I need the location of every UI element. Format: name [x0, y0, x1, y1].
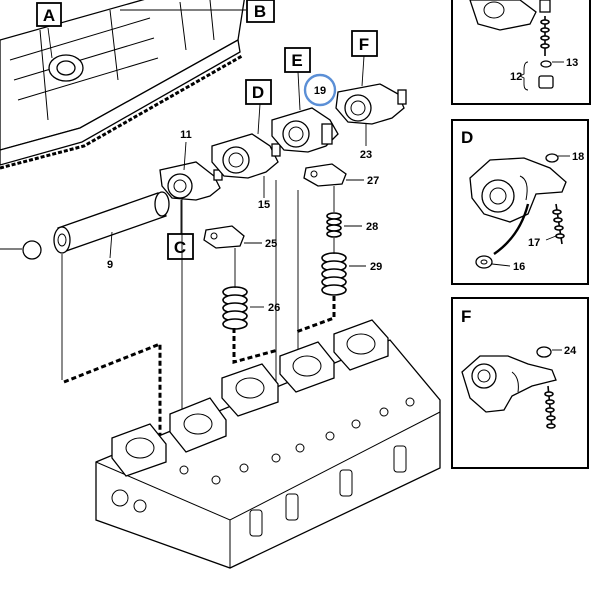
rocker-arm-f: F 23	[335, 30, 407, 161]
callout-24: 24	[564, 345, 577, 357]
detail-panel-d: D 18 17 16	[451, 119, 589, 285]
callout-18: 18	[572, 151, 584, 163]
callout-25: 25	[265, 238, 277, 250]
rocker-shaft: 9	[53, 191, 170, 271]
pointer-d-label: D	[252, 83, 264, 102]
callout-13: 13	[566, 57, 578, 69]
rocker-arm-e: E	[271, 47, 339, 153]
pointer-a-label: A	[43, 6, 55, 25]
o-ring	[0, 240, 42, 260]
callout-17: 17	[528, 237, 540, 249]
detail-f-label: F	[461, 307, 471, 326]
valve-bridge-27: 27	[303, 163, 379, 187]
detail-d-label: D	[461, 128, 473, 147]
callout-28: 28	[366, 221, 378, 233]
valve-spring-28: 28	[326, 212, 378, 238]
callout-11: 11	[180, 129, 192, 141]
callout-16: 16	[513, 261, 525, 273]
callout-19: 19	[314, 85, 326, 97]
detail-panel-top: 13 12	[451, 0, 591, 105]
callout-27: 27	[367, 175, 379, 187]
highlight-19: 19	[303, 73, 337, 107]
alignment-dashes	[63, 296, 336, 440]
rocker-arm-d: D 15	[211, 79, 281, 211]
pointer-f-label: F	[359, 35, 369, 54]
valve-spring-26: 26	[222, 286, 280, 330]
pointer-a: A	[36, 2, 62, 59]
detail-panel-f: F 24	[451, 297, 589, 469]
valve-bridge-25: 25	[203, 225, 277, 250]
callout-29: 29	[370, 261, 382, 273]
cylinder-head	[95, 319, 441, 569]
valve-spring-29: 29	[321, 252, 382, 296]
callout-26: 26	[268, 302, 280, 314]
callout-23: 23	[360, 149, 372, 161]
callout-12: 12	[510, 71, 522, 83]
pointer-b-label: B	[254, 2, 266, 21]
pointer-c-label: C	[174, 238, 186, 257]
pointer-b: B	[120, 0, 275, 23]
pointer-e-label: E	[291, 51, 302, 70]
rocker-arm-c: 11 C	[159, 129, 223, 260]
valve-cover	[0, 0, 245, 170]
callout-15: 15	[258, 199, 270, 211]
callout-9: 9	[107, 259, 113, 271]
